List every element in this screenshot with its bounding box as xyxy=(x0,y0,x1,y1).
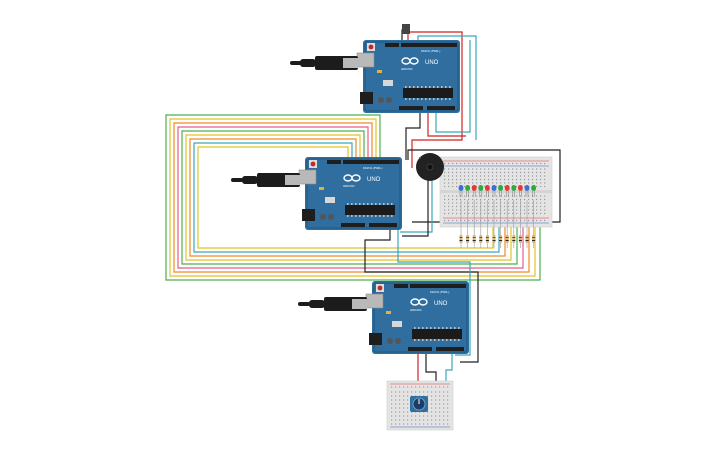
resistor[interactable] xyxy=(466,200,470,248)
wire-mid-black xyxy=(364,226,479,363)
resistor-array xyxy=(459,200,536,248)
resistor[interactable] xyxy=(459,200,463,248)
breadboard-main[interactable] xyxy=(439,156,553,228)
top-header-connector xyxy=(402,24,410,34)
resistor[interactable] xyxy=(518,200,522,248)
loop-wire-orange xyxy=(173,122,530,273)
board-middle-brand: UNO xyxy=(367,177,381,183)
loop-wire-yellow-2 xyxy=(185,134,512,261)
loop-wire-orange-2 xyxy=(189,138,506,257)
resistor[interactable] xyxy=(505,200,509,248)
led-array xyxy=(458,185,536,197)
loop-wire-green xyxy=(165,114,541,281)
led[interactable] xyxy=(485,185,490,197)
loop-wire-yellow xyxy=(169,118,536,277)
board-bottom-series: ARDUINO xyxy=(410,309,422,312)
resistor[interactable] xyxy=(532,200,536,248)
resistor[interactable] xyxy=(492,200,496,248)
led[interactable] xyxy=(491,185,497,197)
led[interactable] xyxy=(524,185,530,197)
loop-wires xyxy=(165,114,541,281)
board-top-brand: UNO xyxy=(425,60,439,66)
loop-wire-pink xyxy=(177,126,524,269)
wire-mid-teal xyxy=(397,226,471,356)
board-top-header-text: DIGITAL (PWM~) xyxy=(421,50,441,53)
led[interactable] xyxy=(458,185,464,197)
led[interactable] xyxy=(504,185,510,197)
led[interactable] xyxy=(511,185,517,197)
board-top-series: ARDUINO xyxy=(401,68,413,71)
resistor[interactable] xyxy=(512,200,516,248)
usb-cable-bottom xyxy=(298,297,367,311)
resistor[interactable] xyxy=(472,200,476,248)
board-bottom-brand: UNO xyxy=(434,301,448,307)
arduino-board-top[interactable]: UNO ARDUINO DIGITAL (PWM~) xyxy=(356,39,461,114)
resistor[interactable] xyxy=(485,200,489,248)
resistor[interactable] xyxy=(525,200,529,248)
led[interactable] xyxy=(498,185,503,197)
board-middle-series: ARDUINO xyxy=(343,185,355,188)
led[interactable] xyxy=(518,185,523,197)
breadboard-small[interactable] xyxy=(386,380,454,431)
wire-top-teal xyxy=(417,35,477,140)
wire-top-teal-2 xyxy=(435,40,471,133)
arduino-board-middle[interactable]: UNO ARDUINO DIGITAL (PWM~) xyxy=(298,156,403,231)
loop-wire-green-2 xyxy=(181,130,518,265)
led[interactable] xyxy=(531,185,536,197)
board-middle-header-text: DIGITAL (PWM~) xyxy=(363,167,383,170)
wire-buzzer-black xyxy=(402,180,429,237)
usb-cable-top xyxy=(290,56,358,70)
arduino-board-bottom[interactable]: UNO ARDUINO DIGITAL (PWM~) xyxy=(365,280,470,355)
resistor[interactable] xyxy=(499,200,503,248)
led[interactable] xyxy=(478,185,484,197)
loop-wire-teal xyxy=(193,142,500,253)
wire-buzzer-teal xyxy=(400,180,433,233)
piezo-buzzer[interactable] xyxy=(416,153,444,181)
potentiometer[interactable] xyxy=(410,396,428,412)
led[interactable] xyxy=(465,185,470,197)
led[interactable] xyxy=(471,185,477,197)
board-bottom-header-text: DIGITAL (PWM~) xyxy=(430,291,450,294)
usb-cable-middle xyxy=(231,173,300,187)
resistor[interactable] xyxy=(479,200,483,248)
wire-top-red-2 xyxy=(427,112,466,137)
